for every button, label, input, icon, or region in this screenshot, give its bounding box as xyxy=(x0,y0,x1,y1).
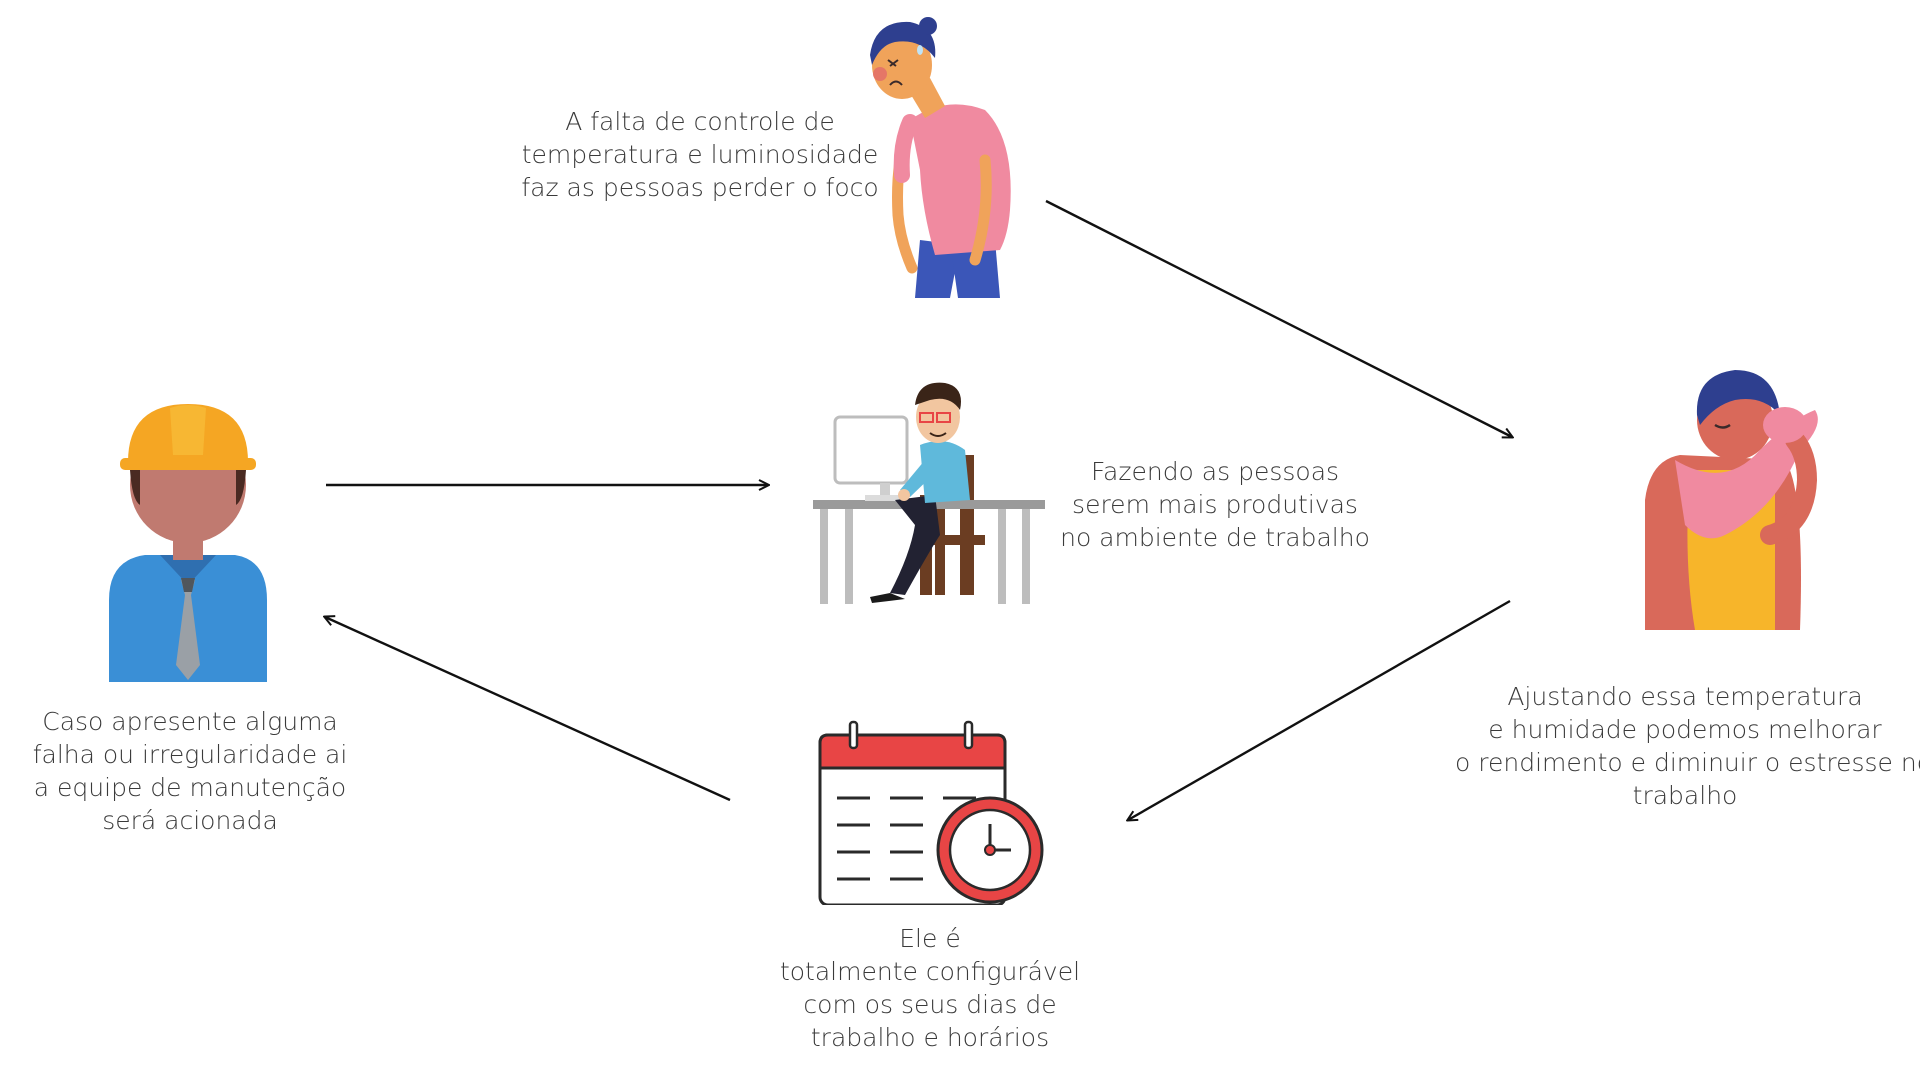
caption-productive: Fazendo as pessoas serem mais produtivas… xyxy=(1055,455,1375,554)
caption-line: Ajustando essa temperatura xyxy=(1507,682,1863,711)
office-worker-icon xyxy=(813,382,1045,604)
sweating-person-icon xyxy=(1645,370,1818,630)
caption-line: Caso apresente alguma xyxy=(42,707,338,736)
caption-line: totalmente configurável xyxy=(779,957,1081,986)
caption-line: trabalho xyxy=(1632,781,1738,810)
caption-line: faz as pessoas perder o foco xyxy=(521,173,879,202)
caption-stressed: A falta de controle de temperatura e lum… xyxy=(500,105,900,204)
caption-maintenance: Caso apresente alguma falha ou irregular… xyxy=(25,705,355,837)
caption-line: com os seus dias de xyxy=(803,990,1057,1019)
arrow-calendar-to-maintenance xyxy=(325,617,731,802)
caption-line: serem mais produtivas xyxy=(1072,490,1358,519)
calendar-clock-icon xyxy=(818,720,1044,905)
caption-calendar: Ele é totalmente configurável com os seu… xyxy=(760,922,1100,1054)
caption-line: no ambiente de trabalho xyxy=(1060,523,1370,552)
caption-line: o rendimento e diminuir o estresse no xyxy=(1455,748,1920,777)
caption-line: será acionada xyxy=(102,806,278,835)
tired-person-icon xyxy=(870,17,1011,298)
arrow-sweating-to-calendar xyxy=(1128,599,1511,820)
caption-line: falha ou irregularidade ai xyxy=(32,740,348,769)
caption-line: trabalho e horários xyxy=(810,1023,1050,1052)
engineer-icon xyxy=(109,404,267,682)
caption-line: Fazendo as pessoas xyxy=(1090,457,1340,486)
caption-line: Ele é xyxy=(899,924,961,953)
arrow-stressed-to-sweating xyxy=(1045,199,1512,437)
caption-line: temperatura e luminosidade xyxy=(521,140,879,169)
caption-sweating: Ajustando essa temperatura e humidade po… xyxy=(1455,680,1920,812)
caption-line: e humidade podemos melhorar xyxy=(1488,715,1882,744)
caption-line: A falta de controle de xyxy=(565,107,835,136)
caption-line: a equipe de manutenção xyxy=(33,773,347,802)
